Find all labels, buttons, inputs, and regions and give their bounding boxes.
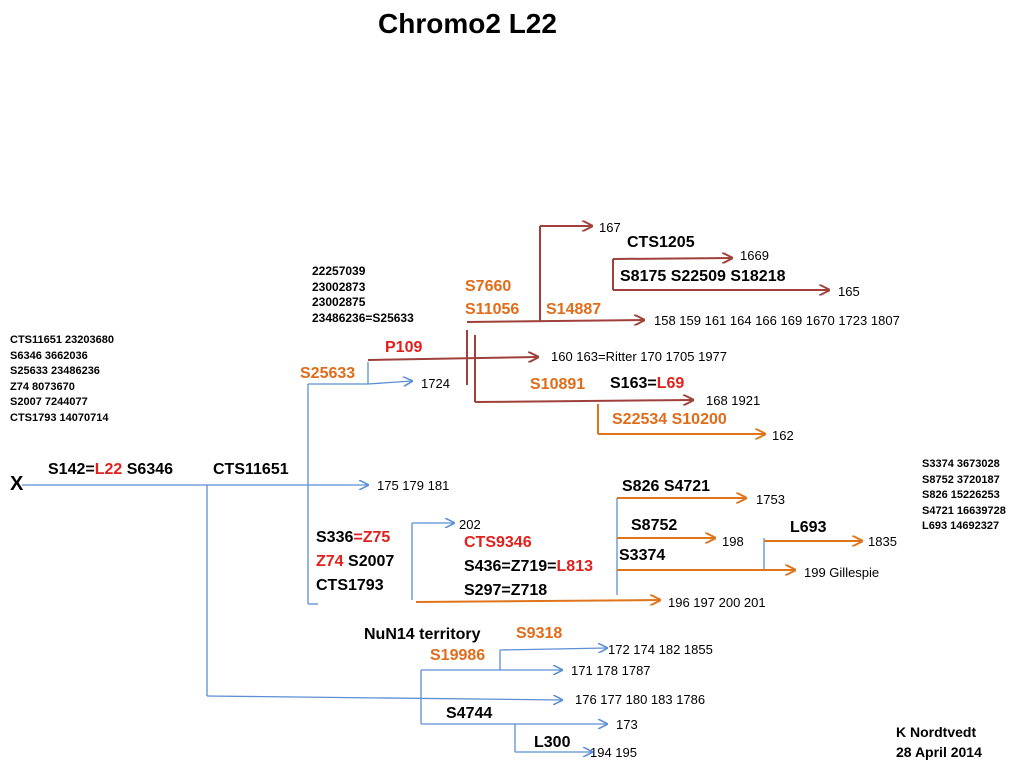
s142-text: S142= bbox=[48, 461, 95, 478]
node-s22534-s10200: S22534 S10200 bbox=[612, 411, 727, 428]
node-s10891: S10891 bbox=[530, 376, 586, 393]
leaf-1669: 1669 bbox=[740, 248, 769, 263]
leaf-168-1921: 168 1921 bbox=[706, 393, 761, 408]
node-l693: L693 bbox=[790, 519, 827, 536]
s6346-text: S6346 bbox=[122, 461, 174, 478]
node-s7660: S7660 bbox=[465, 278, 512, 295]
positions-right-line: S3374 3673028 bbox=[922, 458, 1000, 470]
positions-mid-line: 22257039 bbox=[312, 264, 366, 278]
leaf-162: 162 bbox=[772, 428, 794, 443]
node-s436-z719-l813: S436=Z719=L813 bbox=[464, 559, 593, 575]
l69-text: L69 bbox=[656, 375, 685, 392]
leaf-199-gillespie: 199 Gillespie bbox=[804, 565, 880, 580]
positions-right-line: L693 14692327 bbox=[922, 520, 1000, 532]
node-s14887: S14887 bbox=[546, 301, 602, 318]
leaf-196-group: 196 197 200 201 bbox=[668, 595, 766, 610]
node-s826-s4721: S826 S4721 bbox=[622, 478, 711, 495]
positions-right-line: S8752 3720187 bbox=[922, 473, 1000, 486]
positions-mid-line: 23486236=S25633 bbox=[312, 310, 414, 325]
credit-author: K Nordtvedt bbox=[896, 724, 977, 740]
positions-mid-line: 23002873 bbox=[312, 279, 366, 294]
node-cts1793: CTS1793 bbox=[316, 577, 384, 594]
leaf-173: 173 bbox=[616, 717, 638, 732]
branch-p109 bbox=[367, 357, 538, 360]
s336-text: S336 bbox=[316, 529, 354, 546]
positions-left-line: Z74 8073670 bbox=[10, 380, 75, 393]
root-node-label: X bbox=[10, 473, 24, 495]
node-s11056: S11056 bbox=[465, 301, 520, 318]
node-s163-l69: S163=L69 bbox=[610, 376, 684, 392]
branch-158 bbox=[466, 320, 644, 322]
s2007-text: S2007 bbox=[343, 553, 395, 570]
branch-176 bbox=[206, 696, 562, 700]
branch-196 bbox=[415, 600, 660, 602]
leaf-1835: 1835 bbox=[868, 534, 897, 549]
leaf-172-group: 172 174 182 1855 bbox=[608, 642, 713, 657]
node-s8175-s22509-s18218: S8175 S22509 S18218 bbox=[620, 268, 786, 285]
node-l300: L300 bbox=[534, 734, 571, 751]
s163-text: S163= bbox=[610, 375, 657, 392]
node-s336-z75: S336=Z75 bbox=[316, 530, 390, 546]
positions-left-line: CTS11651 23203680 bbox=[10, 334, 114, 346]
node-s297-z718: S297=Z718 bbox=[464, 582, 548, 599]
node-nun14-territory: NuN14 territory bbox=[364, 626, 481, 643]
positions-left-line: CTS1793 14070714 bbox=[10, 411, 109, 424]
leaf-171-group: 171 178 1787 bbox=[571, 663, 651, 678]
leaf-176-group: 176 177 180 183 1786 bbox=[575, 692, 706, 707]
l22-text: L22 bbox=[94, 461, 123, 478]
branch-172 bbox=[499, 648, 607, 650]
branch-1724 bbox=[367, 381, 412, 384]
node-s4744: S4744 bbox=[446, 705, 493, 722]
leaf-167: 167 bbox=[599, 220, 621, 235]
node-s142-l22-s6346: S142=L22 S6346 bbox=[48, 462, 173, 478]
positions-left-line: S2007 7244077 bbox=[10, 396, 88, 408]
positions-right-note: S3374 3673028 S8752 3720187 S826 1522625… bbox=[922, 457, 1006, 535]
leaf-1753: 1753 bbox=[756, 492, 785, 507]
positions-left-line: S6346 3662036 bbox=[10, 349, 88, 362]
leaf-194-195: 194 195 bbox=[590, 745, 637, 760]
positions-right-line: S4721 16639728 bbox=[922, 504, 1006, 517]
node-cts11651: CTS11651 bbox=[213, 461, 289, 478]
node-cts9346: CTS9346 bbox=[464, 534, 532, 551]
leaf-202: 202 bbox=[459, 517, 481, 532]
node-cts1205: CTS1205 bbox=[627, 234, 695, 251]
positions-left-line: S25633 23486236 bbox=[10, 365, 100, 377]
node-s3374: S3374 bbox=[619, 547, 666, 564]
z75-text: =Z75 bbox=[353, 529, 391, 546]
node-s8752: S8752 bbox=[631, 517, 678, 534]
leaf-165: 165 bbox=[838, 284, 860, 299]
node-s25633: S25633 bbox=[300, 365, 356, 382]
leaf-160-ritter: 160 163=Ritter 170 1705 1977 bbox=[551, 349, 728, 364]
leaf-158-group: 158 159 161 164 166 169 1670 1723 1807 bbox=[654, 313, 900, 328]
node-s19986: S19986 bbox=[430, 647, 486, 664]
l813-text: L813 bbox=[556, 558, 593, 575]
positions-left-note: CTS11651 23203680 S6346 3662036 S25633 2… bbox=[10, 333, 114, 426]
branch-168 bbox=[474, 400, 693, 402]
node-z74-s2007: Z74 S2007 bbox=[316, 554, 394, 570]
credit-date: 28 April 2014 bbox=[896, 744, 982, 760]
leaf-175-179-181: 175 179 181 bbox=[377, 478, 450, 493]
positions-mid-line: 23002875 bbox=[312, 295, 366, 309]
branch-1669 bbox=[612, 258, 732, 259]
s436-text: S436=Z719= bbox=[464, 558, 557, 575]
node-p109: P109 bbox=[385, 339, 423, 356]
leaf-1724: 1724 bbox=[421, 376, 450, 391]
node-s9318: S9318 bbox=[516, 625, 563, 642]
leaf-198: 198 bbox=[722, 534, 744, 549]
positions-right-line: S826 15226253 bbox=[922, 489, 1000, 501]
positions-mid-note: 22257039 23002873 23002875 23486236=S256… bbox=[312, 264, 414, 326]
z74-text: Z74 bbox=[316, 553, 344, 570]
page-title: Chromo2 L22 bbox=[378, 8, 557, 39]
